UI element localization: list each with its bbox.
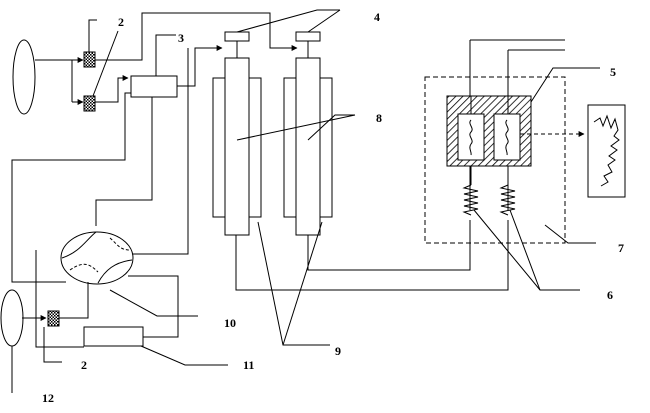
label-3: 3: [178, 31, 184, 45]
label-5: 5: [610, 65, 616, 79]
column-1: [224, 57, 250, 236]
leader-lines: [11, 9, 600, 393]
column-cap-1: [224, 31, 250, 42]
label-9: 9: [335, 344, 341, 358]
detector-block: [446, 95, 532, 185]
gas-cylinder-top: [12, 39, 36, 115]
label-6: 6: [607, 288, 613, 302]
label-8: 8: [376, 111, 382, 125]
column-cap-2: [295, 31, 321, 42]
label-10: 10: [224, 316, 236, 330]
detector-enclosure: [424, 76, 566, 244]
gas-cylinder-bottom: [0, 289, 24, 347]
recorder-box: [587, 104, 626, 198]
label-7: 7: [618, 241, 624, 255]
label-2-bottom: 2: [81, 358, 87, 372]
column-2: [295, 57, 321, 236]
label-11: 11: [243, 358, 254, 372]
chromatogram-trace: [593, 114, 620, 187]
flow-controller-box: [130, 75, 178, 98]
label-4: 4: [374, 10, 380, 24]
gas-split-lines: [35, 57, 84, 105]
label-2-top: 2: [118, 15, 124, 29]
valve-top: [83, 51, 96, 68]
sampling-valve: [60, 231, 134, 285]
valve-middle: [83, 95, 96, 112]
label-12: 12: [42, 391, 54, 405]
carrier-box: [83, 326, 144, 347]
heater-coils: [462, 184, 516, 216]
valve-bottom: [47, 310, 60, 327]
